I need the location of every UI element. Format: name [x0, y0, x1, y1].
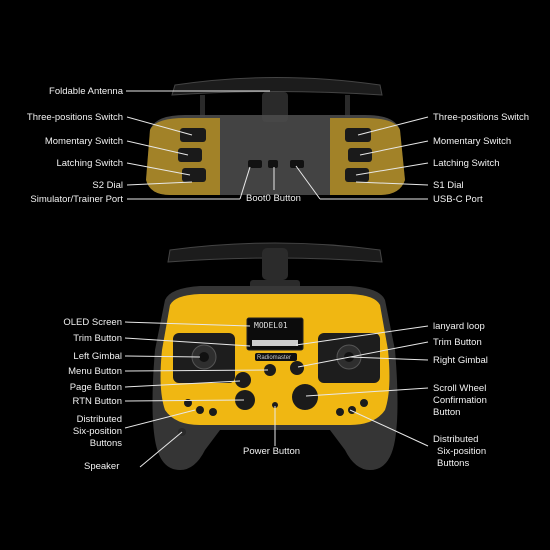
label-usb-c-port: USB-C Port	[433, 194, 483, 205]
label-oled-screen: OLED Screen	[63, 317, 122, 328]
brand-text: Radiomaster	[257, 353, 291, 364]
oled-screen-text: MODEL01	[254, 320, 288, 331]
label-s2-dial: S2 Dial	[92, 180, 123, 191]
label-six-position-right-line3: Buttons	[437, 458, 469, 469]
label-six-position-left-line2: Six-position	[73, 426, 122, 437]
label-scroll-wheel-line3: Button	[433, 407, 460, 418]
label-trim-button-right: Trim Button	[433, 337, 482, 348]
label-six-position-right-line1: Distributed	[433, 434, 478, 445]
label-foldable-antenna: Foldable Antenna	[49, 86, 123, 97]
label-momentary-switch-right: Momentary Switch	[433, 136, 511, 147]
label-lanyard-loop: lanyard loop	[433, 321, 485, 332]
label-right-gimbal: Right Gimbal	[433, 355, 488, 366]
label-scroll-wheel-line1: Scroll Wheel	[433, 383, 486, 394]
label-scroll-wheel-line2: Confirmation	[433, 395, 487, 406]
label-six-position-left-line1: Distributed	[77, 414, 122, 425]
label-simulator-trainer-port: Simulator/Trainer Port	[30, 194, 123, 205]
label-trim-button-left: Trim Button	[73, 333, 122, 344]
label-latching-switch-right: Latching Switch	[433, 158, 500, 169]
label-left-gimbal: Left Gimbal	[73, 351, 122, 362]
label-six-position-left-line3: Buttons	[90, 438, 122, 449]
label-rtn-button: RTN Button	[73, 396, 122, 407]
label-three-position-switch-left: Three-positions Switch	[27, 112, 123, 123]
label-s1-dial: S1 Dial	[433, 180, 464, 191]
label-three-position-switch-right: Three-positions Switch	[433, 112, 529, 123]
label-page-button: Page Button	[70, 382, 122, 393]
label-menu-button: Menu Button	[68, 366, 122, 377]
top-view-controller	[146, 78, 405, 196]
label-six-position-right-line2: Six-position	[437, 446, 486, 457]
label-boot0-button: Boot0 Button	[246, 193, 301, 204]
label-power-button: Power Button	[243, 446, 300, 457]
label-speaker: Speaker	[84, 461, 119, 472]
label-momentary-switch-left: Momentary Switch	[45, 136, 123, 147]
label-latching-switch-left: Latching Switch	[56, 158, 123, 169]
